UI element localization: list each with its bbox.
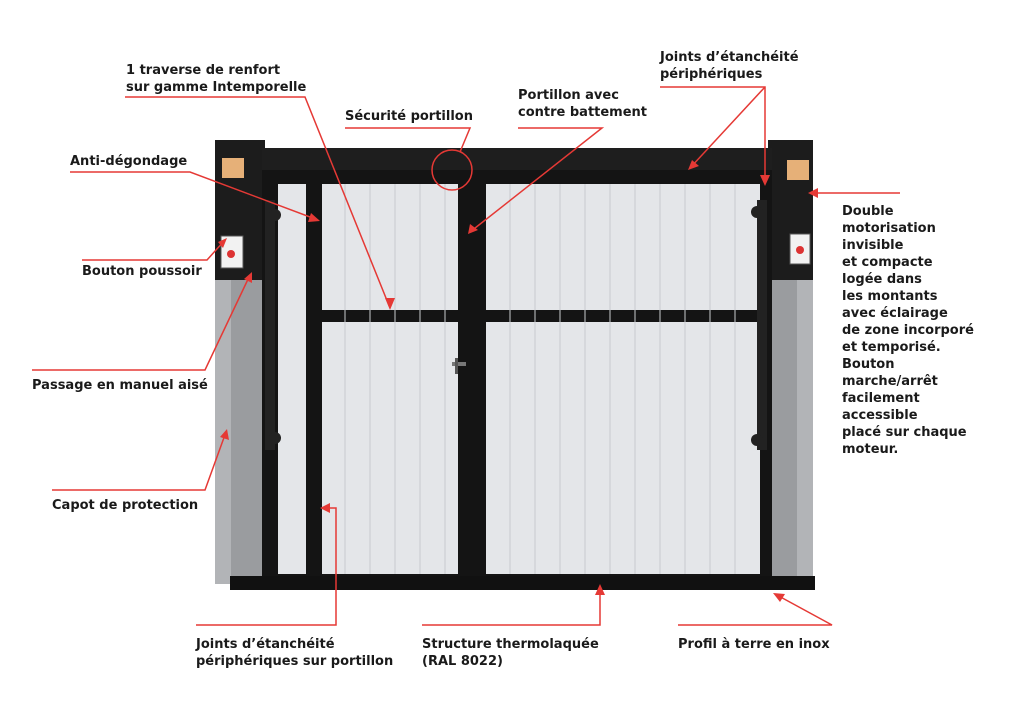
right-hinge-bottom xyxy=(751,434,763,446)
arrow-joints-top-branch xyxy=(688,160,699,170)
door-lock xyxy=(455,358,458,374)
bottom-rail xyxy=(230,576,815,590)
arrow-profil xyxy=(773,593,785,602)
top-rail xyxy=(262,148,772,170)
arrow-bouton xyxy=(218,238,227,248)
wicket-panel-lower xyxy=(322,322,458,574)
callout-circle-securite xyxy=(431,149,473,191)
arrow-joints-bottom xyxy=(320,503,330,513)
right-push-button-dot xyxy=(796,246,804,254)
right-motor-arm xyxy=(757,200,767,450)
callout-line-traverse xyxy=(125,96,391,309)
arrow-structure xyxy=(595,584,605,595)
arrow-passage xyxy=(244,272,252,283)
right-light-icon xyxy=(787,160,809,180)
label-securite-portillon: Sécurité portillon xyxy=(345,109,473,124)
left-cover-shade xyxy=(215,280,231,584)
left-motor-arm xyxy=(265,200,275,450)
arrow-anti xyxy=(308,213,320,222)
wicket-panel-upper xyxy=(322,184,458,310)
label-passage-manuel: Passage en manuel aisé xyxy=(32,378,208,393)
callout-line-profil xyxy=(678,593,833,626)
arrow-moteur xyxy=(808,188,818,198)
left-hinge-bottom xyxy=(269,432,281,444)
label-bouton-poussoir: Bouton poussoir xyxy=(82,264,202,279)
callout-line-capot xyxy=(52,431,227,491)
leaf-panel-upper xyxy=(486,184,760,310)
label-structure: Structure thermolaquée(RAL 8022) xyxy=(422,637,599,669)
left-push-button-dot xyxy=(227,250,235,258)
callout-line-structure xyxy=(422,586,601,626)
right-cover-shade xyxy=(797,280,813,584)
left-light-icon xyxy=(222,158,244,178)
callout-line-anti xyxy=(70,171,319,221)
label-capot-protection: Capot de protection xyxy=(52,498,199,513)
arrow-capot xyxy=(220,429,229,440)
callout-line-joints-top-branch xyxy=(689,86,766,169)
label-anti-degondage: Anti-dégondage xyxy=(70,154,188,169)
arrow-joints-top xyxy=(760,175,770,186)
right-hinge-top xyxy=(751,206,763,218)
callout-line-passage xyxy=(32,274,251,371)
label-profil: Profil à terre en inox xyxy=(678,637,830,652)
leaf-panel-lower xyxy=(486,322,760,574)
arrow-traverse xyxy=(385,298,395,310)
door-handle xyxy=(452,362,466,366)
callout-line-portillon xyxy=(469,127,605,233)
side-panel-left xyxy=(278,184,306,574)
callout-line-bouton xyxy=(82,239,226,261)
callout-line-securite xyxy=(345,127,472,153)
left-hinge-top xyxy=(269,209,281,221)
arrow-portillon xyxy=(468,224,478,234)
